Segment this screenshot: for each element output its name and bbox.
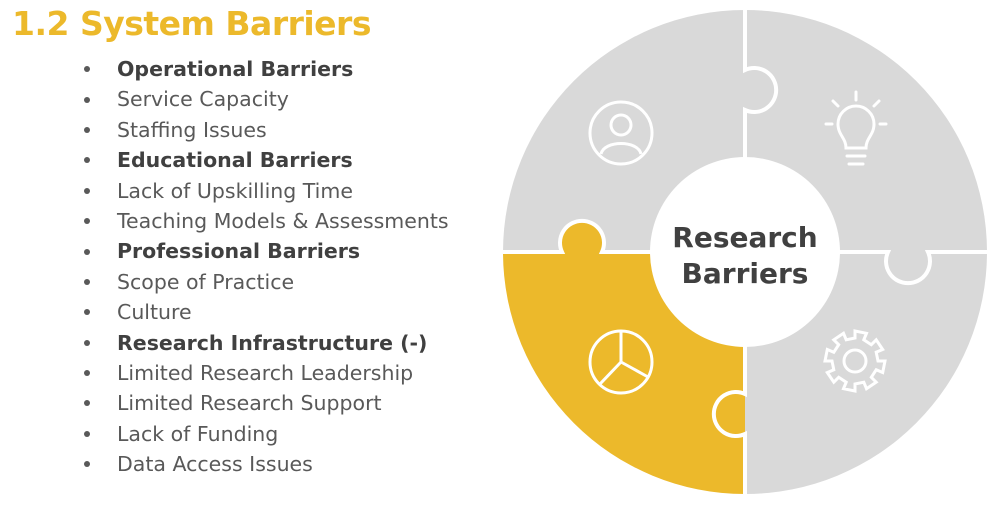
list-heading: Operational Barriers	[80, 54, 449, 84]
list-item: Teaching Models & Assessments	[80, 206, 449, 236]
list-item: Lack of Upskilling Time	[80, 176, 449, 206]
list-item-label: Culture	[117, 300, 192, 325]
list-item: Scope of Practice	[80, 267, 449, 297]
list-heading: Educational Barriers	[80, 145, 449, 175]
list-item-label: Lack of Upskilling Time	[117, 178, 353, 203]
pie-chart-icon	[588, 329, 654, 395]
list-item-label: Limited Research Support	[117, 391, 382, 416]
list-item-label: Professional Barriers	[117, 239, 361, 264]
list-item-label: Staffing Issues	[117, 117, 267, 142]
list-item-label: Teaching Models & Assessments	[117, 208, 449, 233]
page-title: 1.2 System Barriers	[12, 4, 371, 43]
list-item: Data Access Issues	[80, 449, 449, 479]
list-item-label: Educational Barriers	[117, 148, 353, 173]
list-heading: Professional Barriers	[80, 236, 449, 266]
bullet-dot	[84, 339, 90, 346]
bullet-dot	[84, 157, 90, 164]
puzzle-seams	[503, 10, 987, 494]
center-label-line2: Barriers	[682, 257, 809, 290]
lightbulb-icon	[824, 90, 888, 166]
list-item: Limited Research Support	[80, 388, 449, 418]
bullet-dot	[84, 430, 90, 437]
list-heading: Research Infrastructure (-)	[80, 328, 449, 358]
list-item: Lack of Funding	[80, 419, 449, 449]
list-item-label: Research Infrastructure (-)	[117, 330, 428, 355]
list-item: Culture	[80, 297, 449, 327]
bullet-dot	[84, 96, 90, 103]
gear-icon	[823, 329, 887, 393]
list-item-label: Scope of Practice	[117, 269, 295, 294]
bullet-dot	[84, 400, 90, 407]
bullet-dot	[84, 370, 90, 377]
list-item: Service Capacity	[80, 84, 449, 114]
bullet-dot	[84, 248, 90, 255]
bullet-dot	[84, 187, 90, 194]
list-item-label: Limited Research Leadership	[117, 360, 414, 385]
list-item-label: Service Capacity	[117, 87, 289, 112]
bullet-dot	[84, 461, 90, 468]
list-item-label: Lack of Funding	[117, 421, 279, 446]
list-item: Staffing Issues	[80, 115, 449, 145]
list-item-label: Data Access Issues	[117, 452, 313, 477]
list-item-label: Operational Barriers	[117, 57, 354, 81]
center-disc	[650, 157, 840, 347]
list-item: Limited Research Leadership	[80, 358, 449, 388]
bullet-dot	[84, 66, 90, 73]
person-icon	[588, 100, 654, 166]
center-label-line1: Research	[672, 221, 817, 254]
bullet-dot	[84, 218, 90, 225]
bullet-dot	[84, 309, 90, 316]
bullet-dot	[84, 278, 90, 285]
bullet-dot	[84, 126, 90, 133]
